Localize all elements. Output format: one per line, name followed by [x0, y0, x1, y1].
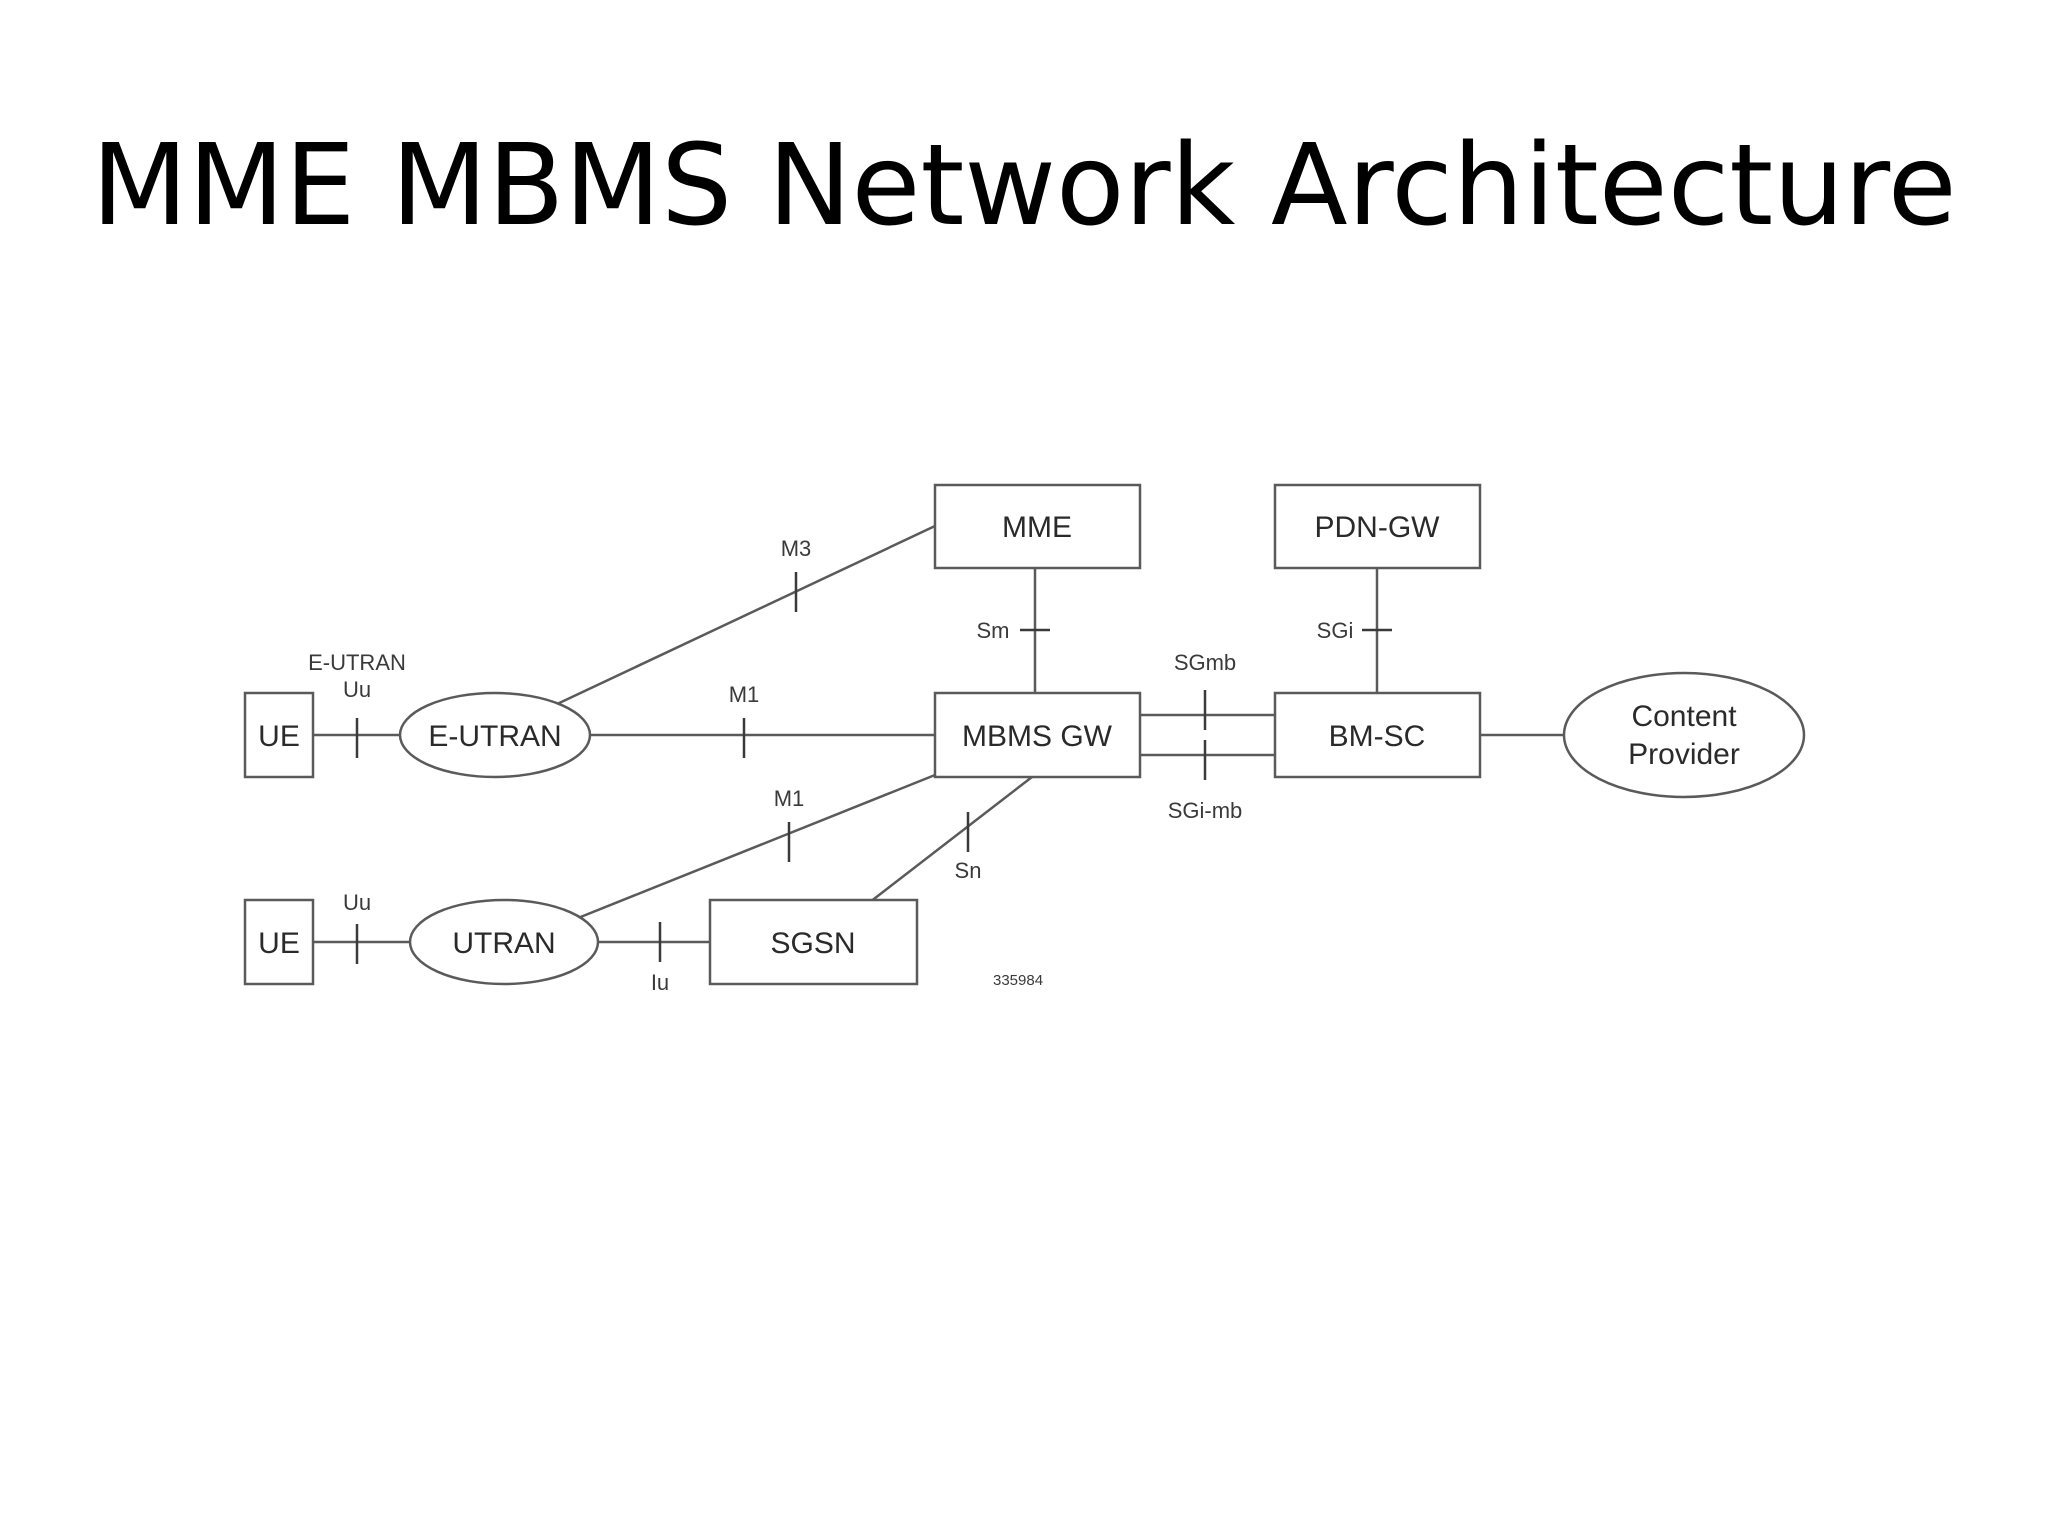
label-uu-utran: Uu: [343, 890, 371, 915]
node-content-provider: [1562, 671, 1806, 799]
node-utran: [408, 898, 600, 986]
node-sgsn: [708, 898, 919, 986]
label-iu: Iu: [651, 970, 669, 995]
link-sgsn-mbmsgw: [869, 776, 1033, 903]
node-pdn-gw: [1273, 483, 1482, 570]
node-mme: [933, 483, 1142, 570]
label-ue-top: UE: [258, 720, 300, 753]
label-mbms-gw: MBMS GW: [962, 720, 1113, 753]
label-mme: MME: [1002, 511, 1072, 544]
figure-id: 335984: [993, 972, 1043, 989]
label-bm-sc: BM-SC: [1329, 720, 1426, 753]
label-eutran-uu-line1: E-UTRAN: [308, 650, 406, 675]
label-m3: M3: [781, 536, 812, 561]
label-pdn-gw: PDN-GW: [1315, 511, 1441, 544]
label-m1-eutran: M1: [729, 682, 760, 707]
node-eutran: [398, 691, 592, 779]
label-sgi-mb: SGi-mb: [1168, 798, 1243, 823]
label-ue-bottom: UE: [258, 927, 300, 960]
label-sgi: SGi: [1317, 618, 1354, 643]
label-sgmb: SGmb: [1174, 650, 1236, 675]
label-utran: UTRAN: [452, 927, 555, 960]
label-sgsn: SGSN: [770, 927, 855, 960]
link-eutran-mme: [554, 524, 936, 707]
label-content-provider-line1: Content: [1631, 700, 1737, 733]
label-eutran-uu-line2: Uu: [343, 677, 371, 702]
node-ue-bottom: [243, 898, 315, 986]
link-utran-mbmsgw: [577, 773, 936, 920]
label-m1-utran: M1: [774, 786, 805, 811]
label-sn: Sn: [955, 858, 982, 883]
slide-title: MME MBMS Network Architecture: [91, 121, 1957, 251]
label-eutran: E-UTRAN: [428, 720, 561, 753]
label-content-provider-line2: Provider: [1628, 738, 1740, 771]
node-mbms-gw: [933, 691, 1142, 779]
label-sm: Sm: [977, 618, 1010, 643]
node-ue-top: [243, 691, 315, 779]
node-bm-sc: [1273, 691, 1482, 779]
